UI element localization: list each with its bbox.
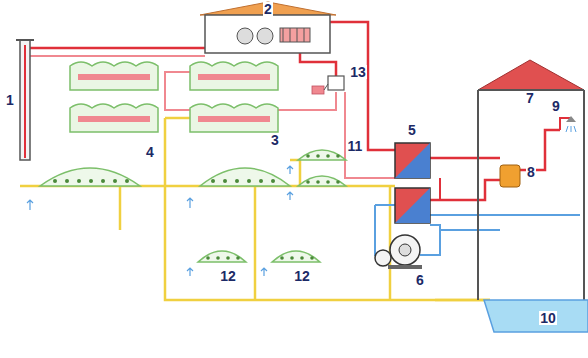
warm-pipes [28, 56, 395, 178]
callout-number: 7 [525, 91, 535, 105]
pumps [375, 235, 422, 269]
greenhouses [70, 62, 278, 132]
callout-number: 3 [270, 133, 280, 147]
callout-number: 4 [145, 145, 155, 159]
geothermal-well [16, 40, 34, 160]
callout-number: 2 [263, 2, 273, 16]
house [478, 60, 584, 300]
hot-water-tank [500, 165, 520, 187]
pool [484, 300, 588, 332]
callout-number: 11 [347, 139, 364, 153]
callout-number: 6 [415, 273, 425, 287]
callout-number: 8 [526, 165, 536, 179]
heat-device [312, 76, 344, 94]
heat-exchangers [395, 143, 440, 223]
callout-number: 1 [5, 93, 15, 107]
callout-number: 12 [293, 269, 311, 283]
callout-number: 5 [407, 123, 417, 137]
shower [560, 116, 576, 132]
crop-tunnels [27, 168, 290, 210]
callout-number: 10 [539, 311, 557, 325]
return-pipes [20, 118, 490, 300]
callout-number: 13 [349, 65, 367, 79]
plant-building [200, 2, 336, 53]
callout-number: 9 [551, 99, 561, 113]
callout-number: 12 [219, 269, 237, 283]
small-tunnels [287, 150, 346, 200]
